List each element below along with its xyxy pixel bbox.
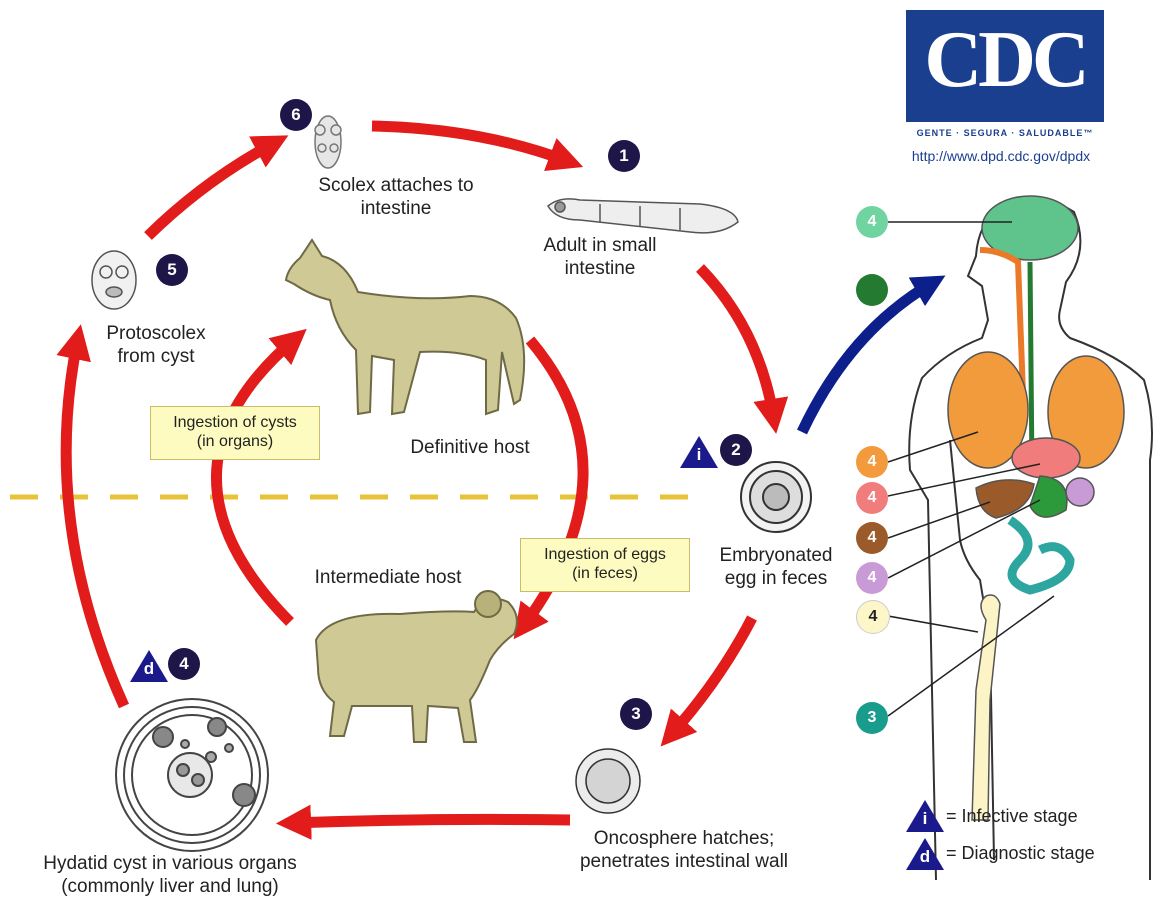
cdc-tagline: GENTE · SEGURA · SALUDABLE™ xyxy=(906,128,1104,138)
legend-diagnostic-text: = Diagnostic stage xyxy=(946,843,1095,864)
scolex-label-line2: intestine xyxy=(296,197,496,220)
hydatid-cyst-label-line1: Hydatid cyst in various organs xyxy=(10,852,330,875)
stomach-organ xyxy=(1030,476,1067,517)
step-4-badge: 4 xyxy=(168,648,200,680)
kidney-organ xyxy=(976,480,1034,518)
step-6-badge: 6 xyxy=(280,99,312,131)
esophagus-organ xyxy=(1030,262,1032,470)
arrow-2-to-3 xyxy=(670,618,752,736)
scolex-label-line1: Scolex attaches to xyxy=(296,174,496,197)
hydatid-cyst-label: Hydatid cyst in various organs (commonly… xyxy=(10,852,330,898)
scolex-illustration xyxy=(315,116,341,168)
legend-infective-letter: i xyxy=(917,809,933,829)
step-3-badge: 3 xyxy=(620,698,652,730)
organ-marker-liver: 4 xyxy=(856,482,888,514)
ingestion-cysts-line1: Ingestion of cysts xyxy=(151,413,319,432)
hydatid-cyst-illustration xyxy=(116,699,268,851)
dog-illustration xyxy=(286,240,524,414)
protoscolex-label: Protoscolex from cyst xyxy=(76,322,236,368)
arrow-4-to-5 xyxy=(66,338,124,706)
step-5-badge: 5 xyxy=(156,254,188,286)
oncosphere-label: Oncosphere hatches; penetrates intestina… xyxy=(556,827,812,873)
organ-marker-brain: 4 xyxy=(856,206,888,238)
adult-label-line1: Adult in small xyxy=(500,234,700,257)
intestine-organ xyxy=(1010,520,1070,590)
definitive-host-label: Definitive host xyxy=(380,436,560,459)
ingestion-cysts-box: Ingestion of cysts (in organs) xyxy=(150,406,320,460)
arrow-3-to-4 xyxy=(290,819,570,823)
step-2-badge: 2 xyxy=(720,434,752,466)
liver-organ xyxy=(1012,438,1080,478)
oncosphere-label-line1: Oncosphere hatches; xyxy=(556,827,812,850)
adult-label-line2: intestine xyxy=(500,257,700,280)
organ-marker-lung: 4 xyxy=(856,446,888,478)
organ-marker-intestine: 3 xyxy=(856,702,888,734)
organ-marker-bone: 4 xyxy=(856,600,890,634)
oncosphere-illustration xyxy=(576,749,640,813)
ingestion-cysts-line2: (in organs) xyxy=(151,432,319,451)
ingestion-eggs-box: Ingestion of eggs (in feces) xyxy=(520,538,690,592)
ingestion-eggs-line2: (in feces) xyxy=(521,564,689,583)
sheep-illustration xyxy=(316,591,517,742)
infective-stage-marker: i xyxy=(680,436,718,468)
legend-infective-text: = Infective stage xyxy=(946,806,1078,827)
egg-label-line2: egg in feces xyxy=(706,567,846,590)
adult-label: Adult in small intestine xyxy=(500,234,700,280)
diagnostic-letter: d xyxy=(141,659,157,679)
legend-diagnostic-icon: d xyxy=(906,838,944,870)
protoscolex-illustration xyxy=(92,251,136,309)
organ-marker-kidney: 4 xyxy=(856,522,888,554)
hydatid-cyst-label-line2: (commonly liver and lung) xyxy=(10,875,330,898)
cdc-url-link[interactable]: http://www.dpd.cdc.gov/dpdx xyxy=(876,148,1126,164)
protoscolex-label-line1: Protoscolex xyxy=(76,322,236,345)
arrow-1-to-2 xyxy=(700,268,774,420)
embryonated-egg-illustration xyxy=(741,462,811,532)
arrow-6-to-1 xyxy=(372,126,570,162)
adult-worm-illustration xyxy=(548,199,738,233)
oncosphere-label-line2: penetrates intestinal wall xyxy=(556,850,812,873)
organ-marker-green xyxy=(856,274,888,306)
organ-marker-spleen: 4 xyxy=(856,562,888,594)
spleen-organ xyxy=(1066,478,1094,506)
cdc-logo: CDC xyxy=(906,10,1104,122)
legend-infective-icon: i xyxy=(906,800,944,832)
intermediate-host-label: Intermediate host xyxy=(298,566,478,589)
step-1-badge: 1 xyxy=(608,140,640,172)
ingestion-eggs-line1: Ingestion of eggs xyxy=(521,545,689,564)
diagnostic-stage-marker: d xyxy=(130,650,168,682)
legend-diagnostic-letter: d xyxy=(917,847,933,867)
arrow-ingestion-cysts xyxy=(216,338,296,622)
egg-label-line1: Embryonated xyxy=(706,544,846,567)
scolex-label: Scolex attaches to intestine xyxy=(296,174,496,220)
arrow-5-to-6 xyxy=(148,142,276,236)
infective-letter: i xyxy=(691,445,707,465)
bone-organ xyxy=(972,595,1000,820)
egg-label: Embryonated egg in feces xyxy=(706,544,846,590)
protoscolex-label-line2: from cyst xyxy=(76,345,236,368)
